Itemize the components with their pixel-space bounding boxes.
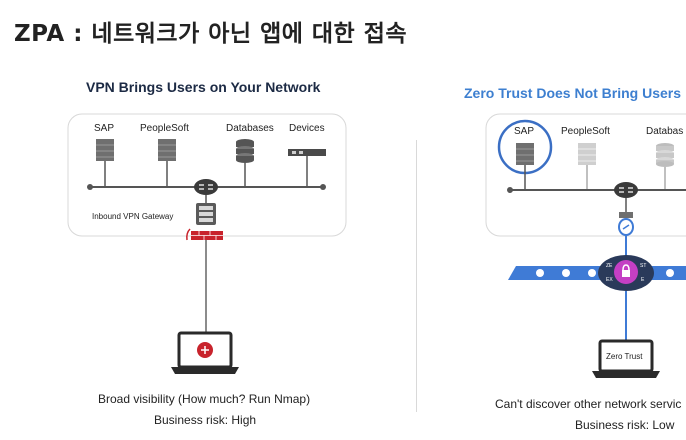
vpn-gateway-label: Inbound VPN Gateway (92, 212, 173, 221)
left-caption-visibility: Broad visibility (How much? Run Nmap) (98, 392, 311, 406)
left-peoplesoft-server-icon (158, 139, 176, 161)
right-peoplesoft-server-icon (578, 143, 596, 165)
left-device-icon (288, 149, 326, 156)
zero-trust-exchange-band (508, 266, 686, 280)
right-caption-discovery: Can't discover other network servic (495, 397, 682, 411)
left-app-label-databases: Databases (226, 123, 274, 134)
left-database-icon (236, 139, 254, 163)
app-connector-icon (618, 212, 634, 236)
left-laptop-icon (171, 331, 239, 374)
right-laptop-icon (592, 339, 660, 378)
right-app-label-sap: SAP (514, 126, 534, 137)
exchange-label-top2: ST (640, 263, 646, 269)
vpn-firewall-icon (186, 228, 223, 241)
right-laptop-label: Zero Trust (606, 352, 643, 361)
left-app-label-devices: Devices (289, 123, 325, 134)
left-panel-title: VPN Brings Users on Your Network (86, 79, 321, 95)
left-app-label-sap: SAP (94, 123, 114, 134)
panel-divider (416, 140, 417, 412)
right-app-label-peoplesoft: PeopleSoft (561, 126, 610, 137)
zero-trust-exchange-cloud (598, 255, 654, 291)
right-router-icon (614, 182, 638, 198)
right-panel-title: Zero Trust Does Not Bring Users (464, 85, 682, 101)
left-sap-server-icon (96, 139, 114, 161)
right-network-box (485, 113, 686, 237)
vpn-gateway-icon (196, 203, 216, 225)
right-database-icon (656, 143, 674, 167)
exchange-label-bottom: EX (606, 277, 613, 283)
right-caption-risk: Business risk: Low (575, 418, 675, 432)
exchange-label-bottom2: E (641, 277, 645, 283)
right-app-label-databases: Databas (646, 126, 683, 137)
left-router-icon (194, 179, 218, 195)
left-app-label-peoplesoft: PeopleSoft (140, 123, 189, 134)
slide-title: ZPA : 네트워크가 아닌 앱에 대한 접속 (14, 21, 408, 47)
exchange-label-top: ZE (606, 263, 613, 269)
right-sap-server-icon (516, 143, 534, 165)
left-caption-risk: Business risk: High (154, 413, 257, 427)
